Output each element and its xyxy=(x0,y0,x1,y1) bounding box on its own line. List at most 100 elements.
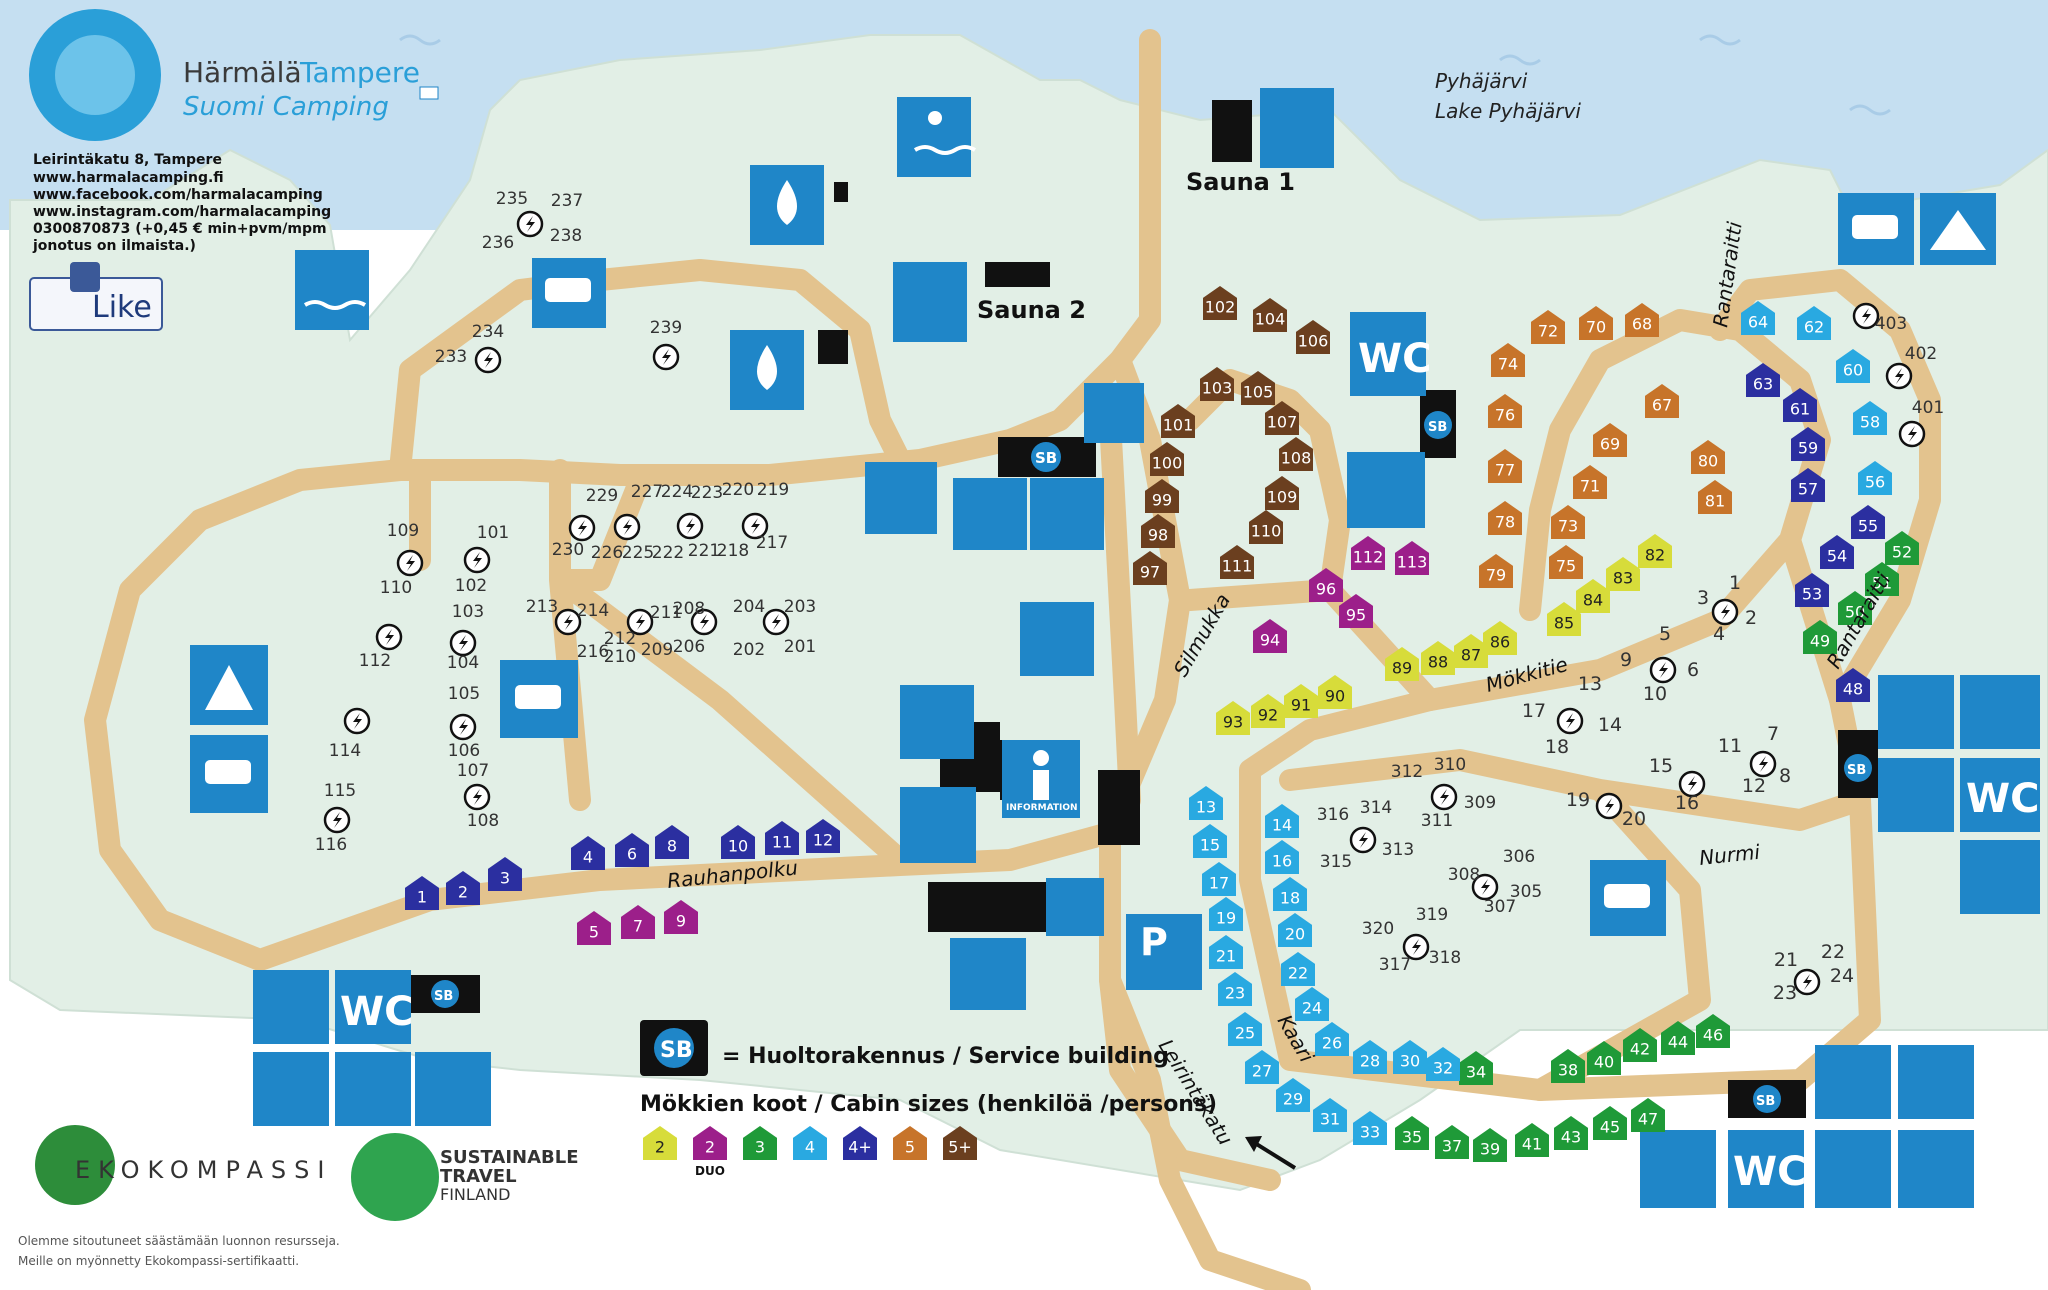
campsite-10[interactable]: 10 xyxy=(1643,683,1667,705)
campsite-316[interactable]: 316 xyxy=(1317,805,1349,825)
cabin-27[interactable]: 27 xyxy=(1245,1050,1279,1084)
cabin-80[interactable]: 80 xyxy=(1691,440,1725,474)
cabin-86[interactable]: 86 xyxy=(1483,621,1517,655)
campsite-14[interactable]: 14 xyxy=(1598,714,1622,736)
campsite-108[interactable]: 108 xyxy=(467,811,499,831)
cabin-8[interactable]: 8 xyxy=(655,825,689,859)
campsite-8[interactable]: 8 xyxy=(1779,765,1791,787)
campsite-109[interactable]: 109 xyxy=(387,521,419,541)
cabin-60[interactable]: 60 xyxy=(1836,349,1870,383)
cabin-68[interactable]: 68 xyxy=(1625,303,1659,337)
cabin-62[interactable]: 62 xyxy=(1797,306,1831,340)
cabin-77[interactable]: 77 xyxy=(1488,449,1522,483)
campsite-313[interactable]: 313 xyxy=(1382,840,1414,860)
campsite-222[interactable]: 222 xyxy=(652,543,684,563)
legend-swatch-1[interactable]: 2 xyxy=(693,1126,727,1160)
campsite-3[interactable]: 3 xyxy=(1697,587,1709,609)
cabin-47[interactable]: 47 xyxy=(1631,1098,1665,1132)
cabin-55[interactable]: 55 xyxy=(1851,505,1885,539)
cabin-30[interactable]: 30 xyxy=(1393,1040,1427,1074)
cabin-85[interactable]: 85 xyxy=(1547,602,1581,636)
campsite-307[interactable]: 307 xyxy=(1484,897,1516,917)
campsite-7[interactable]: 7 xyxy=(1767,723,1779,745)
cabin-34[interactable]: 34 xyxy=(1459,1051,1493,1085)
cabin-35[interactable]: 35 xyxy=(1395,1116,1429,1150)
campsite-212[interactable]: 212 xyxy=(604,629,636,649)
campsite-101[interactable]: 101 xyxy=(477,523,509,543)
campsite-17[interactable]: 17 xyxy=(1522,700,1546,722)
cabin-90[interactable]: 90 xyxy=(1318,675,1352,709)
cabin-28[interactable]: 28 xyxy=(1353,1040,1387,1074)
campsite-209[interactable]: 209 xyxy=(641,640,673,660)
cabin-23[interactable]: 23 xyxy=(1218,972,1252,1006)
cabin-97[interactable]: 97 xyxy=(1133,551,1167,585)
campsite-402[interactable]: 402 xyxy=(1905,344,1937,364)
cabin-104[interactable]: 104 xyxy=(1253,298,1287,332)
campsite-105[interactable]: 105 xyxy=(448,684,480,704)
campsite-318[interactable]: 318 xyxy=(1429,948,1461,968)
cabin-81[interactable]: 81 xyxy=(1698,480,1732,514)
campsite-210[interactable]: 210 xyxy=(604,647,636,667)
cabin-14[interactable]: 14 xyxy=(1265,804,1299,838)
cabin-63[interactable]: 63 xyxy=(1746,363,1780,397)
cabin-64[interactable]: 64 xyxy=(1741,301,1775,335)
cabin-93[interactable]: 93 xyxy=(1216,701,1250,735)
cabin-59[interactable]: 59 xyxy=(1791,427,1825,461)
cabin-38[interactable]: 38 xyxy=(1551,1049,1585,1083)
campsite-5[interactable]: 5 xyxy=(1659,623,1671,645)
legend-swatch-0[interactable]: 2 xyxy=(643,1126,677,1160)
cabin-15[interactable]: 15 xyxy=(1193,824,1227,858)
campsite-2[interactable]: 2 xyxy=(1745,607,1757,629)
campsite-235[interactable]: 235 xyxy=(496,189,528,209)
cabin-88[interactable]: 88 xyxy=(1421,641,1455,675)
cabin-106[interactable]: 106 xyxy=(1296,320,1330,354)
campsite-106[interactable]: 106 xyxy=(448,741,480,761)
campsite-110[interactable]: 110 xyxy=(380,578,412,598)
cabin-89[interactable]: 89 xyxy=(1385,647,1419,681)
cabin-43[interactable]: 43 xyxy=(1554,1116,1588,1150)
cabin-50[interactable]: 50 xyxy=(1838,591,1872,625)
cabin-78[interactable]: 78 xyxy=(1488,501,1522,535)
cabin-76[interactable]: 76 xyxy=(1488,394,1522,428)
campsite-23[interactable]: 23 xyxy=(1773,982,1797,1004)
cabin-57[interactable]: 57 xyxy=(1791,468,1825,502)
cabin-33[interactable]: 33 xyxy=(1353,1111,1387,1145)
campsite-311[interactable]: 311 xyxy=(1421,811,1453,831)
cabin-103[interactable]: 103 xyxy=(1200,367,1234,401)
cabin-108[interactable]: 108 xyxy=(1279,437,1313,471)
cabin-22[interactable]: 22 xyxy=(1281,952,1315,986)
legend-swatch-2[interactable]: 3 xyxy=(743,1126,777,1160)
campsite-238[interactable]: 238 xyxy=(550,226,582,246)
cabin-9[interactable]: 9 xyxy=(664,900,698,934)
campsite-112[interactable]: 112 xyxy=(359,651,391,671)
cabin-111[interactable]: 111 xyxy=(1220,545,1254,579)
campsite-403[interactable]: 403 xyxy=(1875,314,1907,334)
campsite-6[interactable]: 6 xyxy=(1687,659,1699,681)
campsite-233[interactable]: 233 xyxy=(435,347,467,367)
campsite-401[interactable]: 401 xyxy=(1912,398,1944,418)
campsite-204[interactable]: 204 xyxy=(733,597,765,617)
cabin-5[interactable]: 5 xyxy=(577,911,611,945)
cabin-73[interactable]: 73 xyxy=(1551,505,1585,539)
campsite-236[interactable]: 236 xyxy=(482,233,514,253)
campsite-320[interactable]: 320 xyxy=(1362,919,1394,939)
cabin-24[interactable]: 24 xyxy=(1295,987,1329,1021)
legend-swatch-4[interactable]: 4+ xyxy=(843,1126,877,1160)
campsite-305[interactable]: 305 xyxy=(1510,882,1542,902)
cabin-12[interactable]: 12 xyxy=(806,819,840,853)
campsite-217[interactable]: 217 xyxy=(756,533,788,553)
cabin-71[interactable]: 71 xyxy=(1573,465,1607,499)
cabin-56[interactable]: 56 xyxy=(1858,461,1892,495)
legend-swatch-6[interactable]: 5+ xyxy=(943,1126,977,1160)
cabin-105[interactable]: 105 xyxy=(1241,371,1275,405)
campsite-309[interactable]: 309 xyxy=(1464,793,1496,813)
cabin-44[interactable]: 44 xyxy=(1661,1021,1695,1055)
cabin-53[interactable]: 53 xyxy=(1795,573,1829,607)
campsite-315[interactable]: 315 xyxy=(1320,852,1352,872)
cabin-21[interactable]: 21 xyxy=(1209,935,1243,969)
campsite-208[interactable]: 208 xyxy=(673,599,705,619)
cabin-95[interactable]: 95 xyxy=(1339,594,1373,628)
campsite-13[interactable]: 13 xyxy=(1578,673,1602,695)
campsite-225[interactable]: 225 xyxy=(622,543,654,563)
campsite-203[interactable]: 203 xyxy=(784,597,816,617)
